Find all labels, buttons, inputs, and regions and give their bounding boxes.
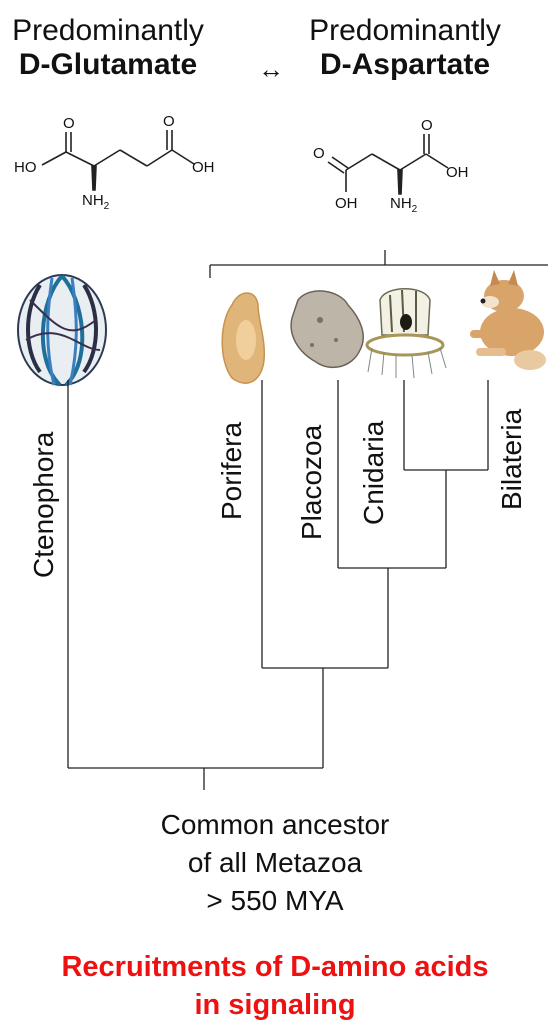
- glutamate-o1: O: [63, 115, 75, 132]
- taxon-label-cnidaria: Cnidaria: [358, 421, 390, 525]
- aspartate-o1: O: [313, 145, 325, 162]
- placozoan-image: [291, 291, 363, 367]
- common-ancestor-line3: > 550 MYA: [0, 882, 550, 920]
- recruitment-caption: Recruitments of D-amino acids in signali…: [0, 948, 550, 1024]
- aspartate-nh: NH2: [390, 195, 418, 215]
- taxon-label-placozoa: Placozoa: [296, 425, 328, 540]
- dog-image: [470, 270, 546, 370]
- taxon-label-bilateria: Bilateria: [496, 409, 528, 510]
- glutamate-ho: HO: [14, 159, 37, 176]
- aspartate-oh-right: OH: [446, 164, 469, 181]
- sponge-image: [222, 293, 264, 383]
- jellyfish-image: [367, 289, 446, 378]
- recruitment-caption-line1: Recruitments of D-amino acids: [0, 948, 550, 986]
- phylogenetic-tree: [68, 380, 488, 790]
- taxon-label-ctenophora: Ctenophora: [28, 432, 60, 578]
- common-ancestor-line2: of all Metazoa: [0, 844, 550, 882]
- comb-jelly-image: [18, 275, 106, 385]
- aspartate-o2: O: [421, 117, 433, 134]
- glutamate-o2: O: [163, 113, 175, 130]
- taxon-label-porifera: Porifera: [216, 422, 248, 520]
- aspartate-oh-left: OH: [335, 195, 358, 212]
- recruitment-caption-line2: in signaling: [0, 986, 550, 1024]
- glutamate-nh: NH2: [82, 192, 110, 212]
- glutamate-oh: OH: [192, 159, 215, 176]
- clade-bracket: [210, 250, 548, 278]
- aspartate-structure: [328, 134, 448, 194]
- glutamate-structure: [42, 130, 194, 190]
- common-ancestor-line1: Common ancestor: [0, 806, 550, 844]
- common-ancestor-label: Common ancestor of all Metazoa > 550 MYA: [0, 806, 550, 920]
